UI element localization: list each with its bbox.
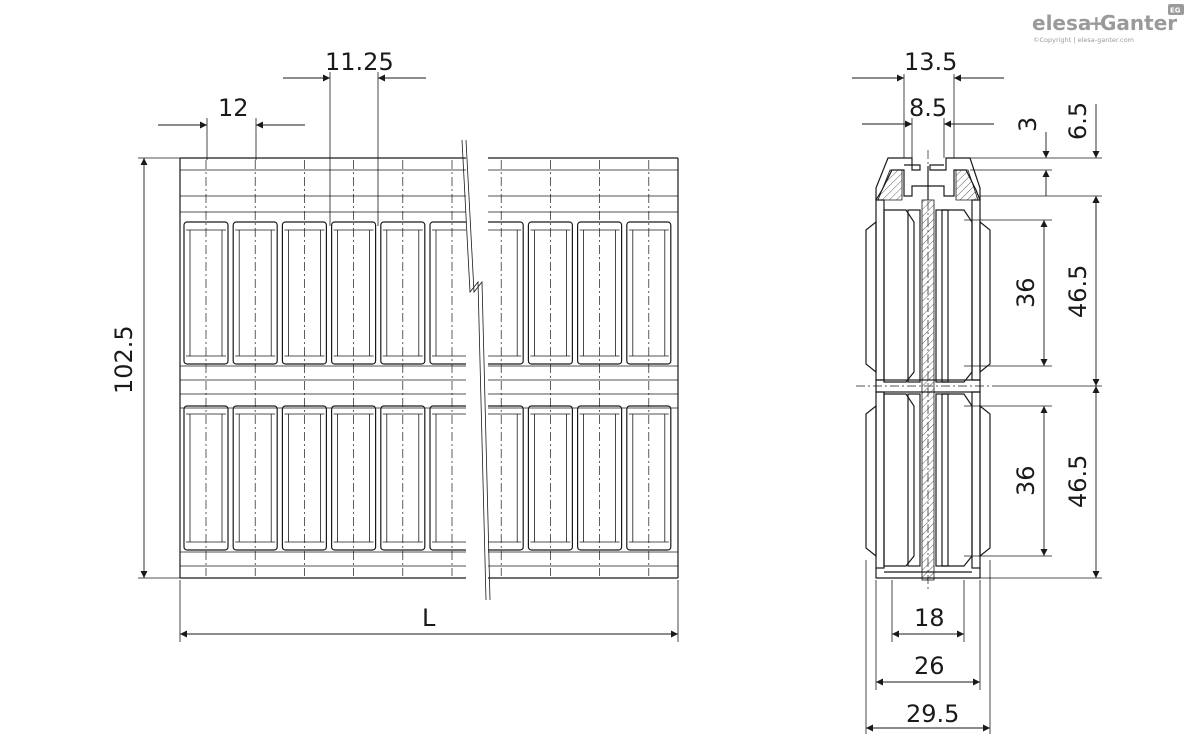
dim-roller-offset: 11.25: [283, 48, 426, 226]
frame-plate: [875, 199, 885, 381]
frame-plate: [971, 199, 981, 381]
svg-text:11.25: 11.25: [325, 48, 394, 76]
roller-section: [883, 209, 915, 383]
dim-upper-lane: 46.5: [1000, 196, 1102, 387]
svg-text:102.5: 102.5: [110, 325, 138, 394]
roller-section: [941, 209, 973, 383]
profile-head: [875, 157, 981, 200]
svg-text:46.5: 46.5: [1064, 265, 1092, 318]
dim-top-width: 13.5: [852, 48, 1004, 158]
dim-body-width: 26: [875, 580, 981, 690]
dim-slot-width: 8.5: [862, 94, 994, 158]
logo-badge-icon: [1168, 4, 1184, 15]
logo-badge: EG: [1170, 7, 1181, 15]
dim-slot-depth: 3: [946, 117, 1052, 196]
svg-text:46.5: 46.5: [1064, 455, 1092, 508]
front-view: 12 11.25 102.5 L: [110, 48, 679, 642]
svg-text:26: 26: [914, 652, 945, 680]
svg-text:13.5: 13.5: [904, 48, 957, 76]
logo-ganter: Ganter: [1100, 11, 1177, 35]
dim-inner-width: 18: [891, 580, 965, 642]
break-line: [461, 139, 487, 601]
dim-length: L: [179, 580, 679, 642]
logo-elesa: elesa: [1032, 11, 1091, 35]
svg-text:12: 12: [218, 94, 249, 122]
front-view-left-part: [179, 157, 466, 579]
svg-text:36: 36: [1012, 465, 1040, 496]
dim-lower-roller: 36: [964, 405, 1052, 557]
svg-text:6.5: 6.5: [1064, 102, 1092, 140]
copyright-text: ©Copyright | elesa-ganter.com: [1033, 36, 1134, 44]
logo-plus: +: [1088, 11, 1105, 35]
svg-text:36: 36: [1012, 277, 1040, 308]
brand-logo: elesa + Ganter EG ©Copyright | elesa-gan…: [1032, 4, 1184, 44]
dim-overall-height: 102.5: [110, 157, 180, 579]
dim-head-height: 6.5: [980, 102, 1102, 240]
frame-plate: [875, 391, 885, 569]
roller-section: [883, 393, 915, 567]
svg-text:8.5: 8.5: [909, 94, 947, 122]
break-line: [465, 139, 491, 601]
front-body: [179, 157, 466, 579]
side-section-view: 13.5 8.5 3 6.5: [852, 48, 1102, 734]
svg-text:3: 3: [1014, 117, 1042, 132]
frame-plate: [971, 391, 981, 569]
front-view-right-part: [488, 157, 679, 579]
dim-roller-pitch: 12: [158, 94, 305, 160]
svg-text:18: 18: [914, 604, 945, 632]
dim-lower-lane: 46.5: [980, 386, 1102, 579]
svg-text:29.5: 29.5: [906, 700, 959, 728]
roller-section: [941, 393, 973, 567]
svg-text:L: L: [422, 604, 436, 632]
dim-upper-roller: 36: [964, 219, 1052, 367]
dim-overall-width: 29.5: [865, 560, 991, 734]
